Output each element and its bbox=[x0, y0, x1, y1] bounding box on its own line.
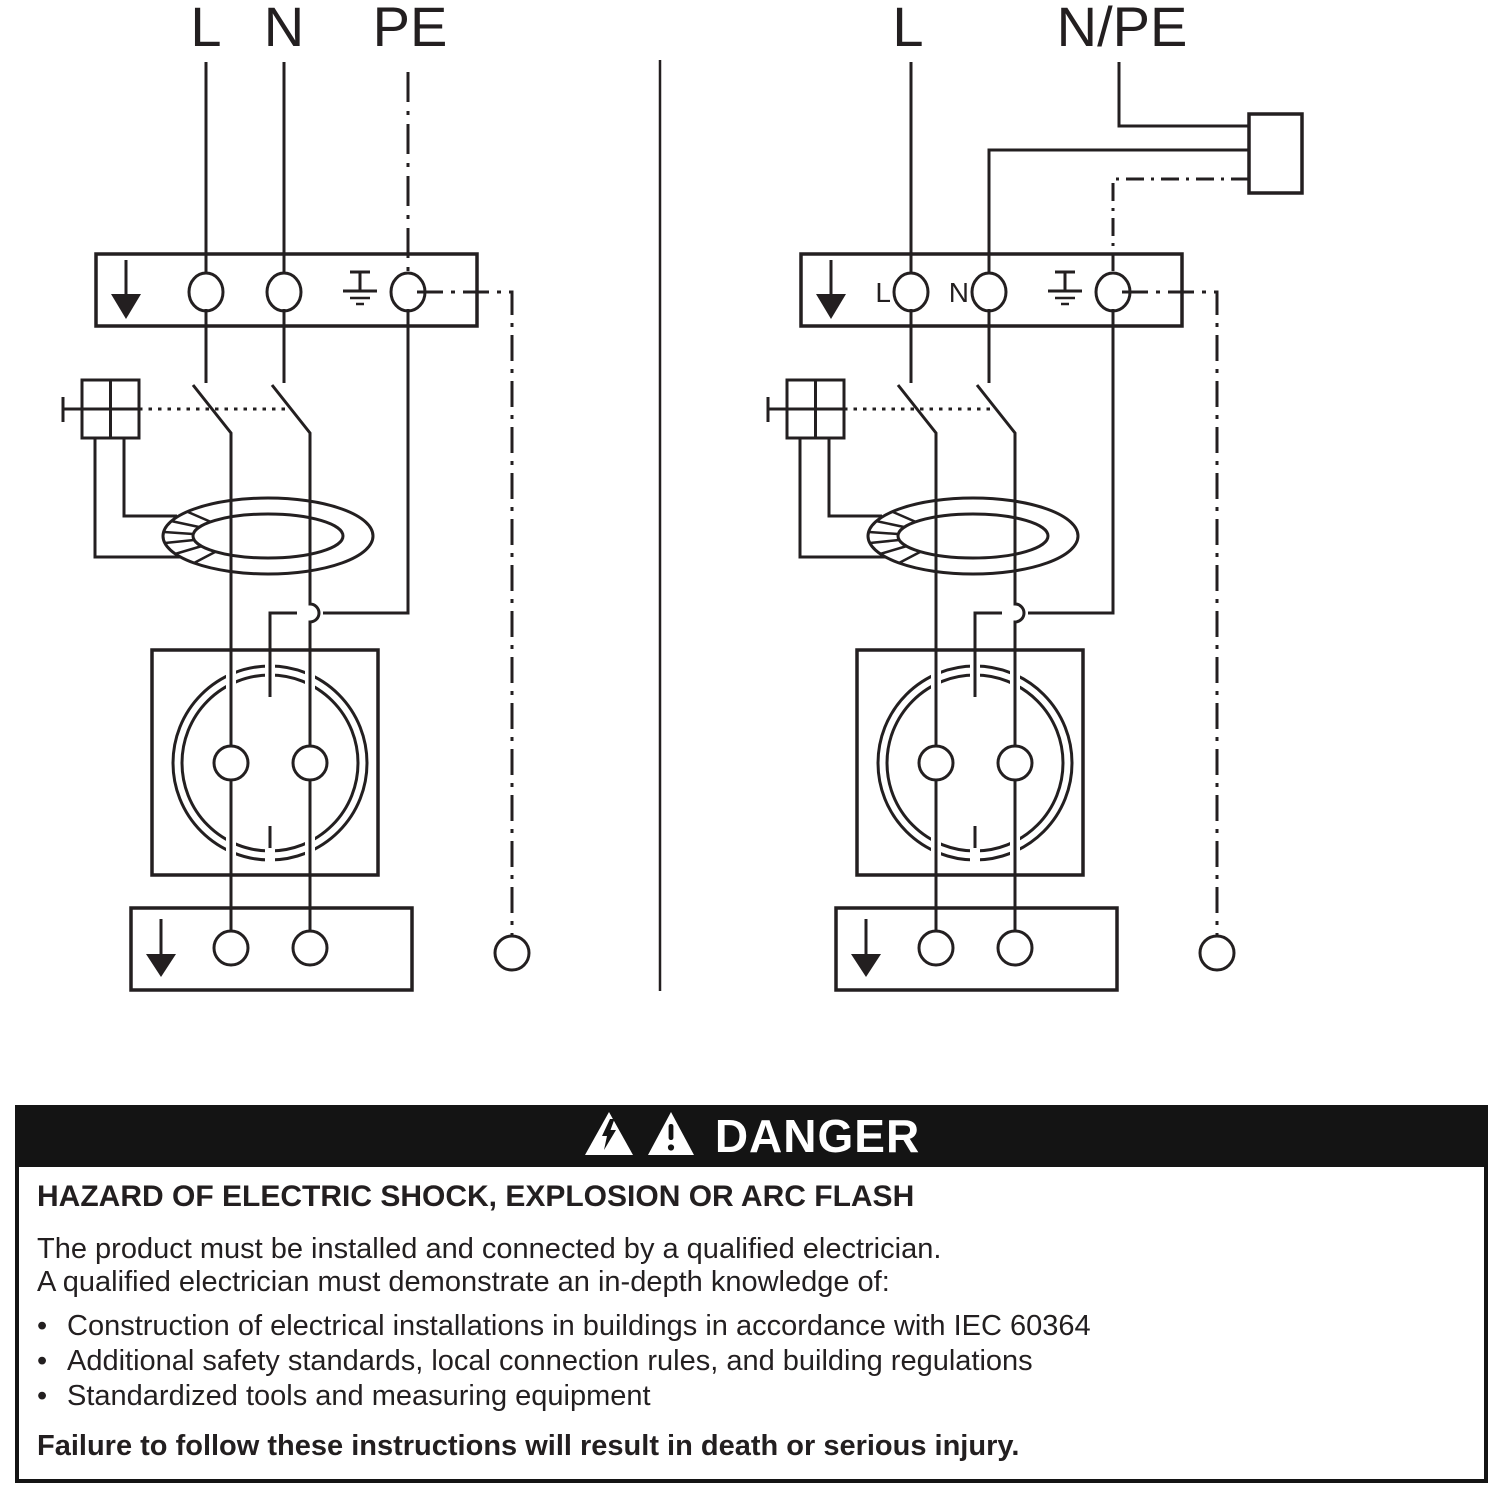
supply-label-n: N bbox=[264, 0, 304, 58]
terminal-label-n: N bbox=[949, 277, 969, 308]
hazard-heading: HAZARD OF ELECTRIC SHOCK, EXPLOSION OR A… bbox=[37, 1180, 915, 1213]
bullet-text: Standardized tools and measuring equipme… bbox=[67, 1380, 651, 1412]
terminal-label-l: L bbox=[875, 277, 891, 308]
wiring-diagrams: L N PE L N/PE L N bbox=[0, 0, 1304, 1080]
wiring-diagram-left: L N PE bbox=[63, 0, 529, 990]
list-item: • Standardized tools and measuring equipm… bbox=[37, 1379, 1466, 1414]
link-to-n bbox=[987, 148, 1249, 274]
bullet-marker: • bbox=[37, 1380, 48, 1412]
danger-warning-panel: DANGER HAZARD OF ELECTRIC SHOCK, EXPLOSI… bbox=[15, 1105, 1488, 1483]
hazard-paragraph: The product must be installed and connec… bbox=[37, 1233, 1466, 1299]
bullet-text: Additional safety standards, local conne… bbox=[67, 1345, 1033, 1377]
bullet-text: Construction of electrical installations… bbox=[67, 1310, 1091, 1342]
supply-line-npe bbox=[1117, 62, 1249, 128]
supply-label-npe: N/PE bbox=[1057, 0, 1188, 58]
circuit-module-right bbox=[768, 254, 1234, 990]
bullet-marker: • bbox=[37, 1310, 48, 1342]
danger-warning-content: HAZARD OF ELECTRIC SHOCK, EXPLOSION OR A… bbox=[15, 1167, 1488, 1483]
hazard-body-line: A qualified electrician must demonstrate… bbox=[37, 1266, 890, 1298]
hazard-bullet-list: • Construction of electrical installation… bbox=[37, 1309, 1466, 1414]
supply-label-pe: PE bbox=[373, 0, 448, 58]
list-item: • Additional safety standards, local conn… bbox=[37, 1344, 1466, 1379]
electric-hazard-icon bbox=[583, 1110, 635, 1162]
list-item: • Construction of electrical installation… bbox=[37, 1309, 1466, 1344]
supply-label-l: L bbox=[190, 0, 221, 58]
pen-link-box bbox=[1247, 112, 1304, 195]
link-to-pe bbox=[1111, 177, 1249, 274]
circuit-module-left bbox=[63, 254, 529, 990]
safety-alert-icon bbox=[646, 1110, 696, 1162]
hazard-body-line: The product must be installed and connec… bbox=[37, 1233, 942, 1265]
failure-consequence-statement: Failure to follow these instructions wil… bbox=[37, 1430, 1020, 1462]
supply-label-l: L bbox=[892, 0, 923, 58]
danger-banner: DANGER bbox=[15, 1105, 1488, 1167]
danger-banner-label: DANGER bbox=[714, 1110, 921, 1162]
bullet-marker: • bbox=[37, 1345, 48, 1377]
wiring-diagram-right: L N/PE L N bbox=[768, 0, 1304, 990]
